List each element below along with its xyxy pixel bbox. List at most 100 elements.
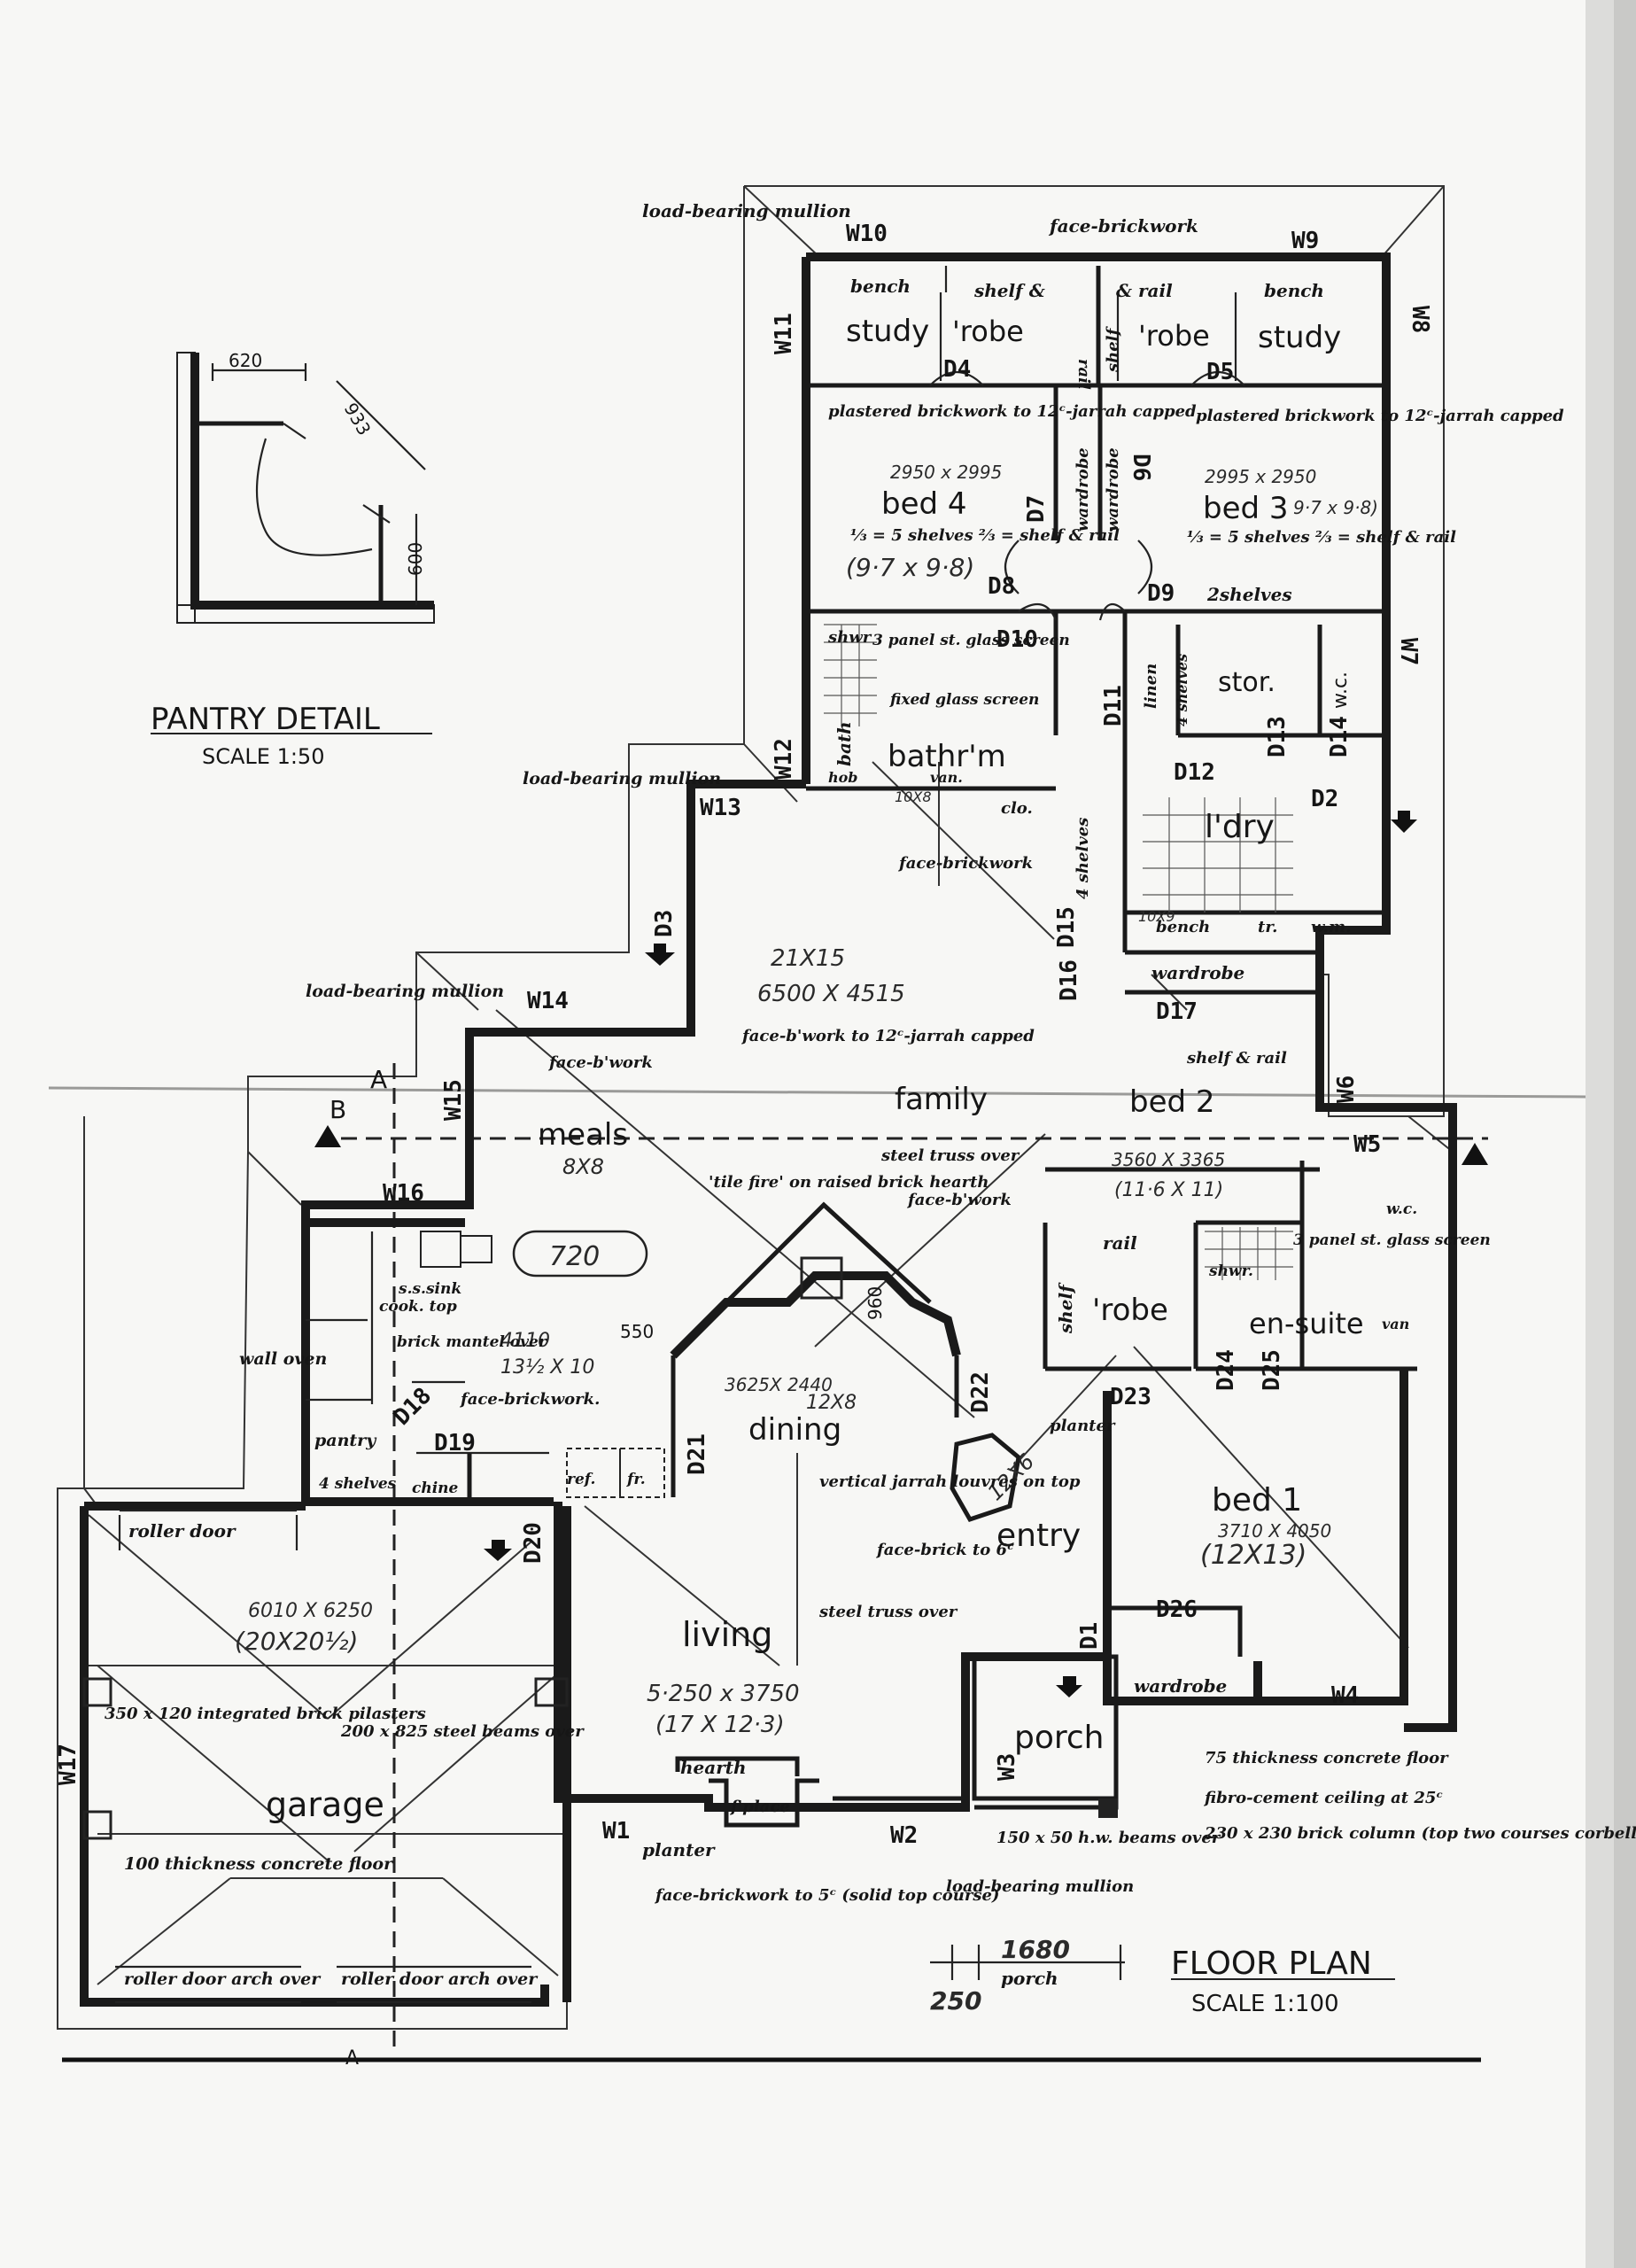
section-mark-a: A (370, 1065, 387, 1094)
tag-d9: D9 (1147, 580, 1175, 607)
note-ens-van: van (1382, 1316, 1409, 1332)
tag-d17: D17 (1156, 998, 1198, 1025)
note-face-family: face-brickwork (897, 854, 1033, 873)
floor-plan-scale: SCALE 1:100 (1191, 1991, 1339, 2017)
hand-family-size: 6500 X 4515 (757, 981, 905, 1007)
tag-w4: W4 (1331, 1682, 1359, 1709)
note-ldry-bench: bench (1156, 918, 1210, 936)
note-fplace: f'place (729, 1798, 790, 1816)
entry-arrow-d3 (645, 944, 675, 966)
tag-d3: D3 (651, 910, 678, 937)
note-wardrobe-bed1: wardrobe (1134, 1675, 1227, 1697)
room-robe-right: 'robe (1138, 319, 1210, 353)
room-bed-3: bed 3 (1203, 491, 1289, 526)
entry-arrow-d2 (1391, 811, 1417, 833)
tag-w8: W8 (1407, 306, 1433, 333)
tag-d20: D20 (520, 1522, 547, 1564)
hand-kitchen-imperial: 13½ X 10 (500, 1356, 594, 1379)
section-arrow-b-right (1462, 1143, 1488, 1165)
pantry-dim-600: 600 (405, 542, 426, 576)
section-mark-a-bottom: A (345, 2047, 359, 2070)
room-bed-2: bed 2 (1129, 1084, 1215, 1120)
note-shelf-rail-left: shelf & (973, 280, 1045, 301)
hand-meals-imperial: 8X8 (562, 1154, 604, 1179)
note-shelf-rail-bed2: shelf & rail (1186, 1049, 1287, 1068)
hand-bed2-imperial: (11·6 X 11) (1114, 1179, 1223, 1201)
note-hearth: hearth (680, 1757, 747, 1778)
room-robe-bed1: 'robe (1092, 1293, 1168, 1328)
entry-arrow-d1 (1056, 1676, 1082, 1697)
note-wardrobe-bed2: wardrobe (1151, 962, 1244, 983)
note-shelf-v: shelf (1104, 325, 1122, 373)
hand-ldry-size: 10X9 (1138, 908, 1175, 925)
hand-kitchen-size: 4110 (500, 1330, 550, 1352)
tag-w11: W11 (771, 313, 797, 354)
dim-250: 250 (930, 1986, 981, 2016)
room-meals: meals (538, 1117, 628, 1153)
room-bathroom: bathr'm (888, 739, 1006, 774)
dim-porch-label: porch (1001, 1968, 1058, 1989)
note-beams-150: 150 x 50 h.w. beams over (996, 1829, 1221, 1847)
sheet-edge-dark (1614, 0, 1636, 2268)
tag-d10: D10 (996, 626, 1038, 653)
entry-arrow-d20 (484, 1540, 512, 1561)
room-bed-1: bed 1 (1212, 1482, 1302, 1518)
note-bath: bath (834, 721, 855, 766)
tag-d2: D2 (1311, 786, 1338, 812)
room-study-right: study (1258, 320, 1341, 355)
hand-dining-size: 3625X 2440 (725, 1374, 833, 1395)
note-cook-top: cook. top (379, 1298, 457, 1316)
room-ensuite: en-suite (1249, 1307, 1364, 1340)
pantry-detail-scale: SCALE 1:50 (202, 744, 324, 769)
tag-d11: D11 (1100, 685, 1127, 726)
note-fr: fr. (626, 1471, 646, 1488)
porch-dimension (930, 1945, 1125, 1980)
tag-w17: W17 (55, 1744, 81, 1785)
tag-d18: D18 (389, 1383, 437, 1431)
hand-living-size: 5·250 x 3750 (647, 1681, 800, 1707)
note-face-dining: face-b'work (906, 1191, 1012, 1209)
tag-d7: D7 (1023, 495, 1050, 523)
note-plastered-right: plastered brickwork to 12ᶜ-jarrah capped (1196, 407, 1564, 425)
note-wardrobe-1: wardrobe (1074, 447, 1092, 532)
room-laundry: l'dry (1205, 809, 1275, 845)
tag-d25: D25 (1259, 1349, 1285, 1391)
note-tile-fire: 'tile fire' on raised brick hearth (709, 1173, 989, 1192)
tag-w12: W12 (771, 738, 797, 780)
note-clo: clo. (1001, 799, 1033, 818)
tag-w7: W7 (1395, 638, 1422, 665)
tag-d22: D22 (967, 1371, 994, 1413)
tag-w6: W6 (1333, 1076, 1360, 1103)
tag-d24: D24 (1213, 1349, 1239, 1391)
tag-d23: D23 (1110, 1384, 1151, 1410)
note-pilasters: 350 x 120 integrated brick pilasters (105, 1705, 426, 1723)
note-lbm-top: load-bearing mullion (642, 200, 851, 221)
note-face-bwork: face-b'work (547, 1053, 653, 1072)
note-face-brickwork-top: face-brickwork (1048, 215, 1198, 237)
note-lbm-1: load-bearing mullion (523, 769, 721, 788)
note-ens-shwr: shwr. (1208, 1262, 1253, 1280)
room-living: living (682, 1615, 772, 1654)
tag-d26: D26 (1156, 1596, 1198, 1623)
tag-w5: W5 (1353, 1131, 1381, 1158)
hand-bed4-imperial: (9·7 x 9·8) (846, 553, 974, 582)
dim-960: 960 (865, 1286, 886, 1320)
tag-w3: W3 (994, 1753, 1020, 1781)
tag-d5: D5 (1206, 359, 1234, 385)
walls (80, 252, 1457, 2007)
tag-d15: D15 (1053, 906, 1080, 948)
note-face-brick6: face-brick to 6ᶜ (875, 1541, 1014, 1559)
note-2shelves: 2shelves (1206, 584, 1292, 605)
note-van: van. (930, 769, 963, 786)
note-vertical-jarrah: vertical jarrah louvres on top (819, 1472, 1081, 1491)
note-lbm-porch: load-bearing mullion (946, 1877, 1134, 1896)
dim-550: 550 (620, 1321, 654, 1342)
hand-bed4-size: 2950 x 2995 (890, 462, 1002, 483)
hand-family-imperial: 21X15 (771, 945, 845, 972)
note-panel-bath: 3 panel st. glass screen (872, 632, 1070, 649)
tag-w15: W15 (440, 1079, 467, 1121)
tag-w1: W1 (602, 1818, 630, 1845)
note-planter-front: planter (642, 1839, 716, 1860)
room-porch: porch (1014, 1720, 1105, 1756)
